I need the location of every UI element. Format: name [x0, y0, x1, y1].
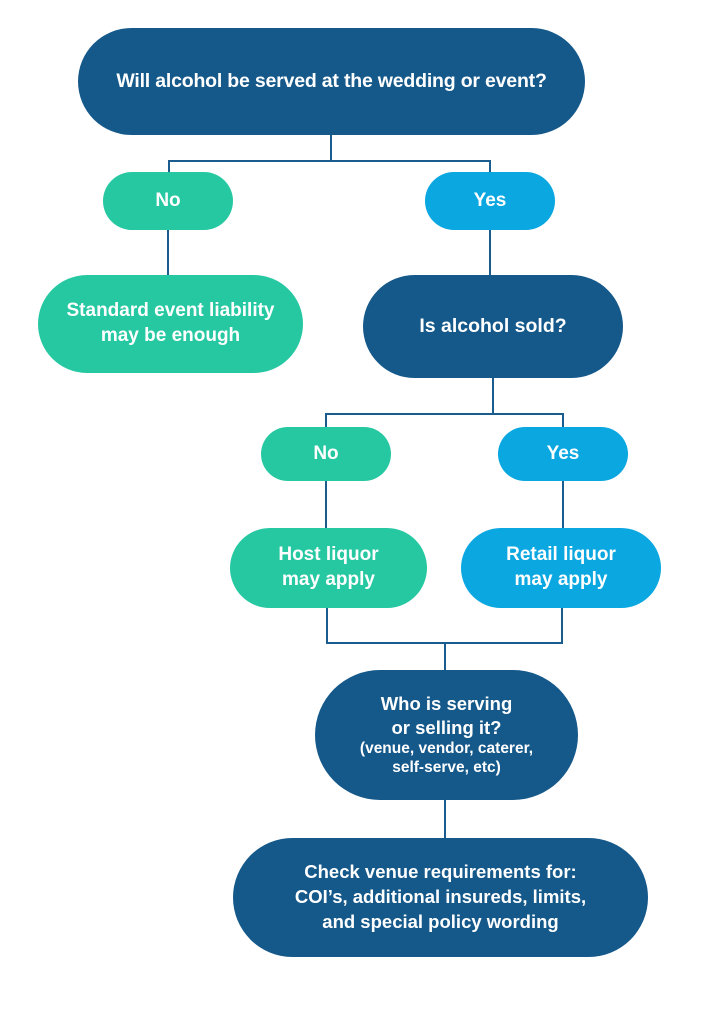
connector-q2-down: [492, 378, 494, 414]
node-label-line4: self-serve, etc): [392, 758, 501, 776]
connector-yes1-down: [489, 230, 491, 275]
pill-label: Yes: [473, 190, 507, 211]
connector-branch1-horizontal: [168, 160, 491, 162]
node-standard-event-liability: Standard event liability may be enough: [38, 275, 303, 373]
pill-label: No: [313, 443, 339, 464]
node-host-liquor: Host liquor may apply: [230, 528, 427, 608]
node-label-line2: may apply: [514, 569, 608, 590]
connector-retail-down: [561, 608, 563, 644]
connector-who-down: [444, 800, 446, 838]
connector-branch2-right-stub: [562, 413, 564, 427]
node-label-line2: or selling it?: [391, 717, 502, 739]
node-label-line2: may be enough: [100, 325, 241, 346]
node-label: Is alcohol sold?: [419, 315, 567, 337]
node-label-line1: Retail liquor: [506, 544, 616, 566]
connector-yes2-down: [562, 481, 564, 528]
connector-branch2-left-stub: [325, 413, 327, 427]
connector-q1-down: [330, 135, 332, 162]
connector-branch1-left-stub: [168, 160, 170, 174]
pill-no-level1: No: [103, 172, 233, 230]
node-question-is-alcohol-sold: Is alcohol sold?: [363, 275, 623, 378]
node-label: Will alcohol be served at the wedding or…: [116, 70, 547, 92]
node-question-alcohol-served: Will alcohol be served at the wedding or…: [78, 28, 585, 135]
connector-host-down: [326, 608, 328, 644]
node-label-line2: COI’s, additional insureds, limits,: [294, 886, 587, 908]
pill-yes-level1: Yes: [425, 172, 555, 230]
node-label-line1: Host liquor: [278, 544, 379, 566]
pill-label: No: [155, 190, 181, 211]
pill-no-level2: No: [261, 427, 391, 481]
node-label-line3: (venue, vendor, caterer,: [359, 739, 534, 757]
node-label-line1: Check venue requirements for:: [304, 861, 577, 883]
node-check-venue-requirements: Check venue requirements for: COI’s, add…: [233, 838, 648, 957]
node-label-line1: Who is serving: [380, 693, 513, 715]
pill-label: Yes: [546, 443, 580, 464]
node-label-line1: Standard event liability: [66, 300, 275, 322]
connector-branch1-right-stub: [489, 160, 491, 174]
connector-merge-down: [444, 642, 446, 670]
node-retail-liquor: Retail liquor may apply: [461, 528, 661, 608]
node-label-line2: may apply: [282, 569, 375, 590]
pill-yes-level2: Yes: [498, 427, 628, 481]
connector-no2-down: [325, 481, 327, 528]
connector-no1-down: [167, 230, 169, 275]
node-question-who-serving: Who is serving or selling it? (venue, ve…: [315, 670, 578, 800]
connector-branch2-horizontal: [325, 413, 564, 415]
node-label-line3: and special policy wording: [322, 910, 559, 932]
